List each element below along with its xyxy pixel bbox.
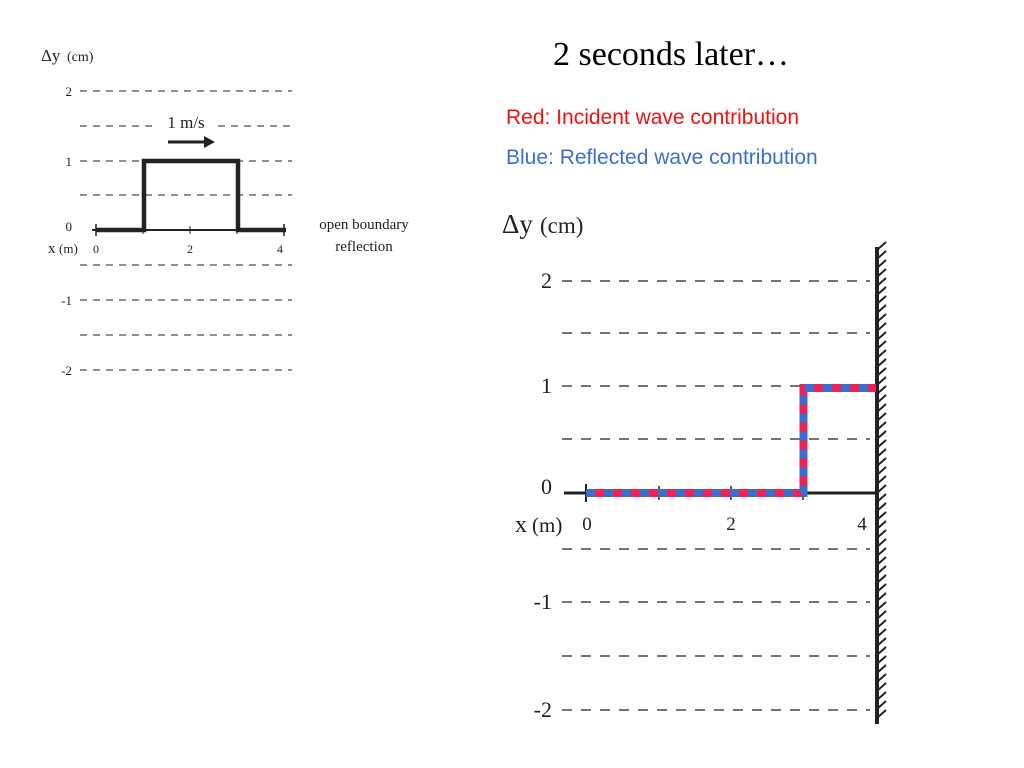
wall-hatch-mark	[876, 394, 887, 404]
wall-hatch-mark	[876, 664, 887, 674]
wall-hatch-mark	[876, 484, 887, 494]
wall-hatch-mark	[876, 682, 887, 692]
wall-hatch-mark	[876, 277, 887, 287]
legend-reflected: Blue: Reflected wave contribution	[506, 146, 818, 169]
wall-hatch-mark	[876, 457, 887, 467]
wall-hatch-mark	[876, 385, 887, 395]
large-x-axis-unit: (m)	[532, 513, 562, 537]
small-y-tick-m1: -1	[61, 293, 72, 308]
wall-hatch-mark	[876, 412, 887, 422]
wall-hatch-mark	[876, 286, 887, 296]
large-x-axis-label: x	[515, 512, 527, 538]
wall-hatch-mark	[876, 340, 887, 350]
wall-hatch-mark	[876, 466, 887, 476]
wall-hatch-mark	[876, 709, 887, 719]
legend-incident: Red: Incident wave contribution	[506, 106, 800, 129]
wall-hatch-mark	[876, 691, 887, 701]
wall-hatch-mark	[876, 421, 887, 431]
wall-hatch-mark	[876, 574, 887, 584]
wall-hatch-mark	[876, 556, 887, 566]
small-x-tick-label-2: 2	[187, 242, 193, 256]
large-y-tick-1: 1	[541, 373, 552, 398]
reflected-wave	[586, 384, 876, 497]
small-speed-label: 1 m/s	[167, 113, 204, 132]
wall-hatch-mark	[876, 511, 887, 521]
small-y-axis-unit: (cm)	[67, 50, 94, 65]
wall-hatch-mark	[876, 475, 887, 485]
wall-hatch-mark	[876, 331, 887, 341]
large-diagram: Δy (cm) 2 1 0 -1 -2 x (m) 0 2 4	[502, 209, 887, 724]
wall-hatch-mark	[876, 268, 887, 278]
wall-hatch-mark	[876, 493, 887, 503]
large-x-tick-label-0: 0	[582, 514, 592, 535]
small-x-tick-label-4: 4	[277, 242, 283, 256]
wall-hatch-mark	[876, 259, 887, 269]
large-y-axis-unit: (cm)	[540, 213, 583, 238]
wall-hatch-mark	[876, 619, 887, 629]
large-x-tick-label-4: 4	[857, 514, 867, 535]
large-y-tick-0: 0	[541, 474, 552, 499]
wall-hatch-mark	[876, 250, 887, 260]
wall-hatch-mark	[876, 538, 887, 548]
small-y-axis-label: Δy	[41, 46, 61, 65]
wall-hatch-mark	[876, 592, 887, 602]
wall-hatch-mark	[876, 673, 887, 683]
wall-hatch-mark	[876, 502, 887, 512]
large-x-tick-label-2: 2	[726, 514, 736, 535]
wall-hatch-mark	[876, 700, 887, 710]
small-y-tick-2: 2	[66, 84, 73, 99]
large-y-tick-2: 2	[541, 268, 552, 293]
large-y-axis-label: Δy	[502, 209, 533, 239]
small-x-axis-label: x	[48, 241, 56, 257]
small-boundary-label-1: open boundary	[319, 217, 409, 233]
wall-hatch-mark	[876, 322, 887, 332]
wall-hatch-mark	[876, 295, 887, 305]
small-pulse	[96, 158, 286, 233]
wall-hatch-mark	[876, 628, 887, 638]
wall-hatch-mark	[876, 349, 887, 359]
reflecting-wall	[875, 241, 887, 724]
wall-hatch-mark	[876, 304, 887, 314]
small-diagram: Δy (cm) 2 1 0 -1 -2 x (m) 0 2 4 1 m/s op…	[41, 46, 409, 378]
wall-hatch-mark	[876, 367, 887, 377]
wall-hatch-mark	[876, 430, 887, 440]
wall-hatch-mark	[876, 241, 887, 251]
small-speed-arrow-head	[204, 136, 215, 148]
wall-hatch-mark	[876, 583, 887, 593]
wall-hatch-mark	[876, 646, 887, 656]
wall-hatch-mark	[876, 313, 887, 323]
large-y-tick-m1: -1	[534, 589, 552, 614]
wall-hatch-mark	[876, 529, 887, 539]
incident-wave	[586, 384, 876, 497]
wall-hatch-mark	[876, 358, 887, 368]
small-y-tick-m2: -2	[61, 363, 72, 378]
small-y-tick-0: 0	[66, 219, 73, 234]
small-boundary-label-2: reflection	[335, 239, 393, 255]
wall-hatch-mark	[876, 601, 887, 611]
wall-hatch-mark	[876, 565, 887, 575]
wall-hatch-mark	[876, 547, 887, 557]
wall-hatch-mark	[876, 403, 887, 413]
small-y-tick-1: 1	[66, 154, 73, 169]
wall-hatch-mark	[876, 439, 887, 449]
wall-hatch-mark	[876, 655, 887, 665]
small-x-axis-unit: (m)	[59, 241, 78, 256]
wall-hatch-mark	[876, 448, 887, 458]
wall-hatch-mark	[876, 610, 887, 620]
wall-hatch-mark	[876, 520, 887, 530]
wall-hatch-mark	[876, 376, 887, 386]
large-y-tick-m2: -2	[534, 697, 552, 722]
wall-hatch-mark	[876, 637, 887, 647]
slide-title: 2 seconds later…	[553, 36, 790, 73]
small-x-tick-label-0: 0	[93, 242, 99, 256]
